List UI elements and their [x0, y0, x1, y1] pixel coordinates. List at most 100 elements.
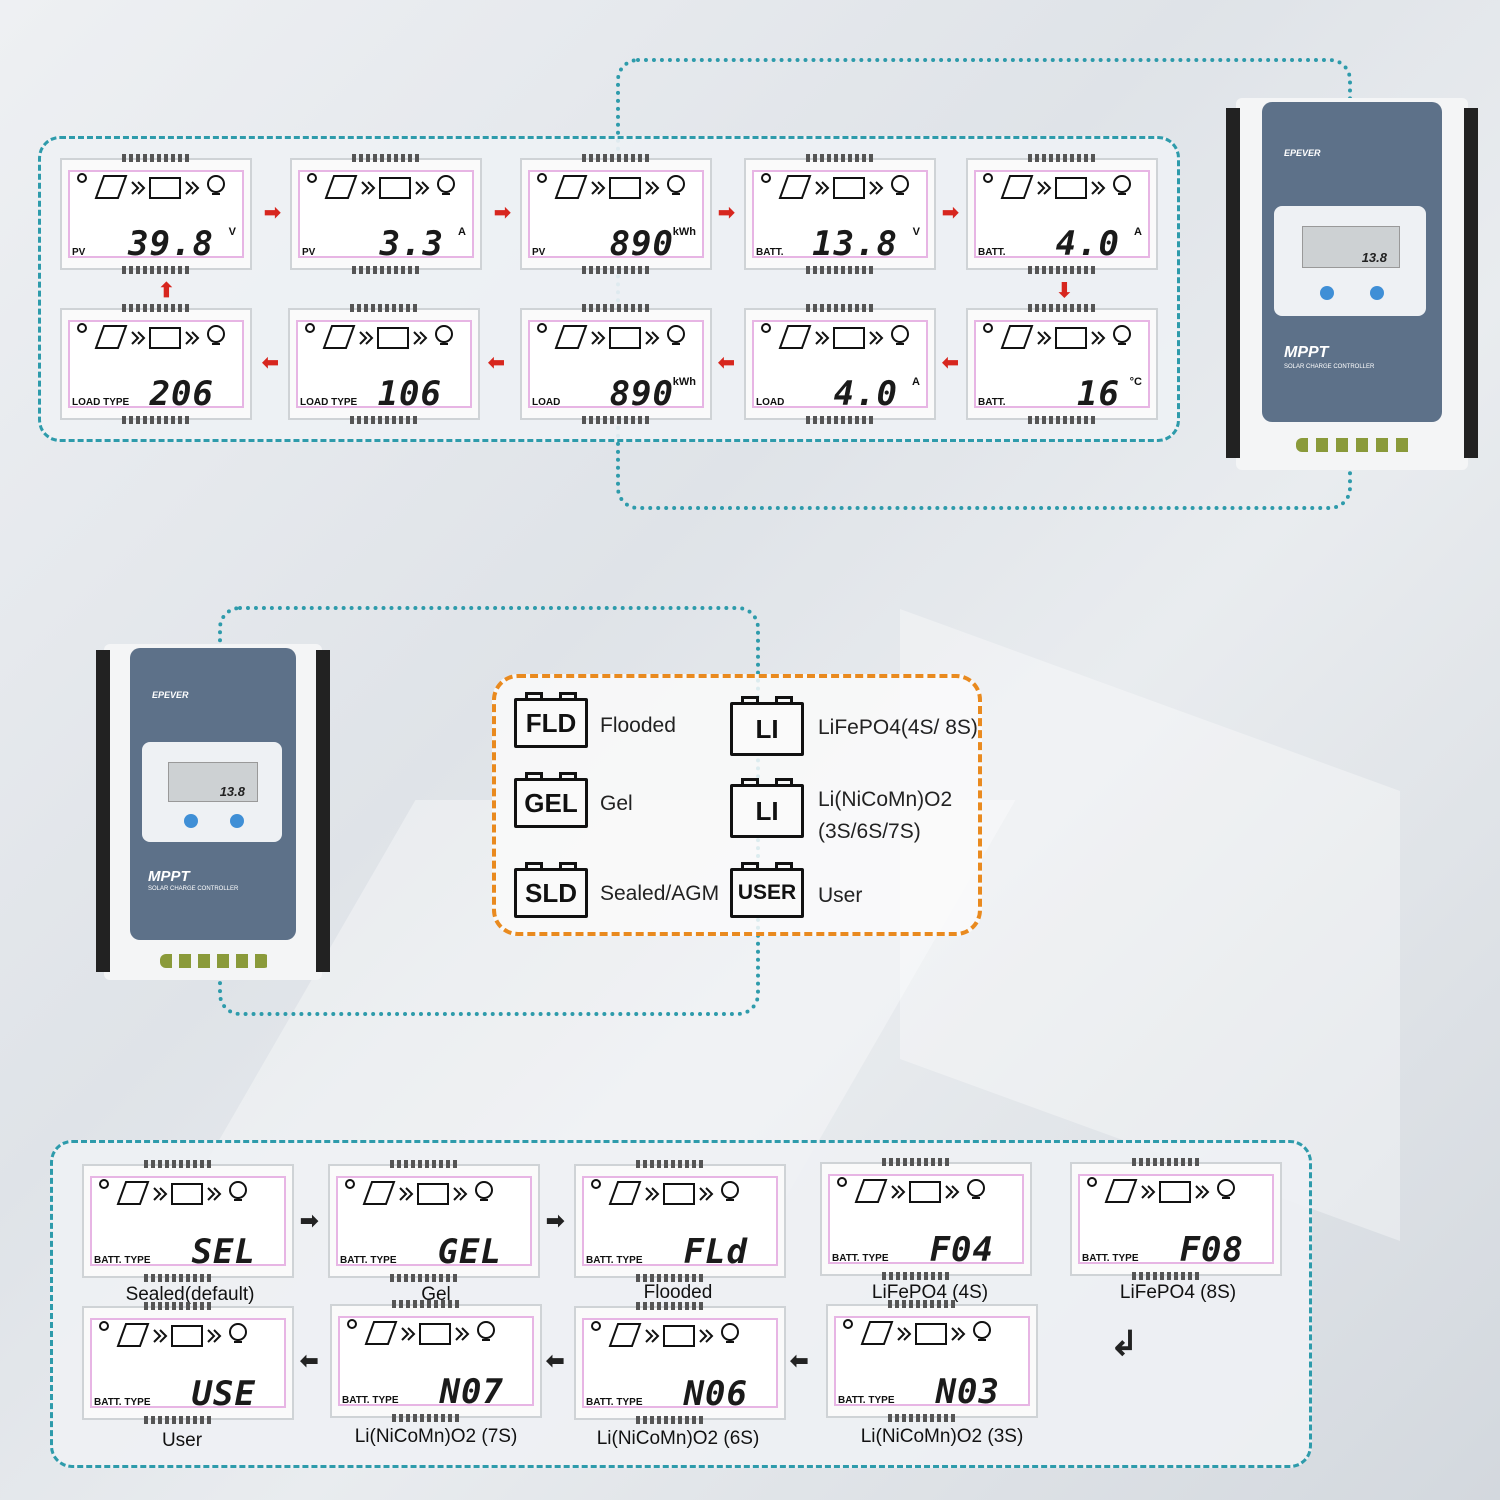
- status-icons: [591, 1179, 739, 1205]
- lcd-screen: BATT. 4.0 A: [966, 154, 1158, 274]
- lcd-label: LOAD: [532, 397, 561, 408]
- battery-icon-gel: GEL: [514, 772, 588, 828]
- lcd-unit: kWh: [672, 226, 696, 238]
- lcd-unit: A: [458, 226, 466, 238]
- left-arrow: ⬅: [262, 352, 279, 374]
- lcd-label: BATT. TYPE: [832, 1253, 889, 1264]
- lcd-label: PV: [72, 247, 86, 258]
- lcd-label: BATT.: [978, 397, 1006, 408]
- status-icons: [1087, 1177, 1235, 1203]
- select-button[interactable]: [184, 814, 198, 828]
- device-subtitle: SOLAR CHARGE CONTROLLER: [1284, 364, 1375, 370]
- lcd-screen: LOAD TYPE 106: [288, 304, 480, 424]
- lcd-unit: °C: [1129, 376, 1142, 388]
- status-icons: [591, 1321, 739, 1347]
- left-arrow: ⬅: [488, 352, 505, 374]
- lcd-screen: BATT. 16 °C: [966, 304, 1158, 424]
- lcd-value: FLd: [683, 1232, 748, 1272]
- lcd-value: 890: [609, 224, 674, 264]
- lcd-value: F08: [1179, 1230, 1244, 1270]
- status-icons: [983, 173, 1131, 199]
- status-icons: [307, 173, 455, 199]
- left-arrow: ⬅: [942, 352, 959, 374]
- lcd-value: 39.8: [128, 224, 214, 264]
- lcd-screen: BATT. TYPE N07: [330, 1300, 542, 1422]
- status-icons: [537, 173, 685, 199]
- status-icons: [983, 323, 1131, 349]
- lcd-label: PV: [532, 247, 546, 258]
- lcd-value: 206: [149, 374, 214, 414]
- battery-icon-li: LI: [730, 696, 804, 756]
- battery-icon-fld: FLD: [514, 692, 588, 748]
- battery-icon-sld: SLD: [514, 862, 588, 918]
- right-arrow: ➡: [718, 202, 735, 224]
- charge-controller-device: EPEVER 13.8 MPPT SOLAR CHARGE CONTROLLER: [96, 644, 330, 980]
- lcd-screen: BATT. TYPE USE: [82, 1302, 294, 1424]
- enter-button[interactable]: [1370, 286, 1384, 300]
- battery-type-caption: Li(NiCoMn)O2 (3S): [860, 1426, 1024, 1447]
- brand-logo: EPEVER: [152, 690, 189, 700]
- lcd-label: BATT.: [756, 247, 784, 258]
- status-icons: [345, 1179, 493, 1205]
- battery-icon-li: LI: [730, 778, 804, 838]
- down-arrow: ⬇: [1056, 280, 1073, 302]
- status-icons: [77, 323, 225, 349]
- up-arrow: ⬆: [158, 280, 175, 302]
- status-icons: [761, 323, 909, 349]
- lcd-screen: PV 3.3 A: [290, 154, 482, 274]
- right-arrow: ➡: [264, 202, 281, 224]
- lcd-screen: BATT. TYPE SEL: [82, 1160, 294, 1282]
- lcd-value: 4.0: [833, 374, 898, 414]
- lcd-value: SEL: [191, 1232, 256, 1272]
- right-arrow: ➡: [300, 1208, 319, 1233]
- battery-type-caption: User: [161, 1430, 203, 1451]
- battery-type-label: LiFePO4(4S/ 8S): [818, 716, 978, 739]
- status-icons: [99, 1179, 247, 1205]
- lcd-unit: A: [912, 376, 920, 388]
- lcd-screen: BATT. TYPE F08: [1070, 1158, 1282, 1280]
- return-arrow-icon: ↲: [1110, 1325, 1139, 1363]
- lcd-value: GEL: [437, 1232, 502, 1272]
- status-icons: [99, 1321, 247, 1347]
- lcd-screen: BATT. TYPE FLd: [574, 1160, 786, 1282]
- lcd-value: N06: [683, 1374, 748, 1414]
- lcd-value: 106: [377, 374, 442, 414]
- left-arrow: ⬅: [300, 1348, 319, 1373]
- lcd-screen: BATT. TYPE GEL: [328, 1160, 540, 1282]
- battery-type-label: User: [818, 884, 863, 907]
- device-model: MPPT: [148, 868, 190, 885]
- lcd-value: 890: [609, 374, 674, 414]
- status-icons: [837, 1177, 985, 1203]
- device-lcd: 13.8: [168, 762, 258, 802]
- battery-type-caption: Li(NiCoMn)O2 (6S): [596, 1428, 760, 1449]
- enter-button[interactable]: [230, 814, 244, 828]
- lcd-label: LOAD: [756, 397, 785, 408]
- battery-type-caption: LiFePO4 (8S): [1119, 1282, 1237, 1303]
- lcd-screen: BATT. TYPE F04: [820, 1158, 1032, 1280]
- device-lcd: 13.8: [1302, 226, 1400, 268]
- battery-types-legend: FLD Flooded GEL Gel SLD Sealed/AGM LI Li…: [492, 674, 982, 936]
- lcd-value: N03: [935, 1372, 1000, 1412]
- lcd-value: 16: [1077, 374, 1120, 414]
- lcd-label: BATT. TYPE: [340, 1255, 397, 1266]
- lcd-screen: PV 39.8 V: [60, 154, 252, 274]
- lcd-screen: BATT. TYPE N03: [826, 1300, 1038, 1422]
- lcd-unit: V: [228, 226, 236, 238]
- lcd-label: BATT. TYPE: [838, 1395, 895, 1406]
- right-arrow: ➡: [942, 202, 959, 224]
- terminal-strip: [160, 954, 270, 968]
- battery-type-caption: Li(NiCoMn)O2 (7S): [354, 1426, 518, 1447]
- select-button[interactable]: [1320, 286, 1334, 300]
- device-lcd-value: 13.8: [219, 784, 245, 799]
- right-arrow: ➡: [546, 1208, 565, 1233]
- left-arrow: ⬅: [718, 352, 735, 374]
- battery-icon-user: USER: [730, 862, 804, 918]
- lcd-label: BATT. TYPE: [94, 1255, 151, 1266]
- lcd-label: BATT. TYPE: [586, 1397, 643, 1408]
- lcd-label: BATT. TYPE: [586, 1255, 643, 1266]
- lcd-value: USE: [191, 1374, 256, 1414]
- lcd-screen: LOAD 4.0 A: [744, 304, 936, 424]
- battery-type-label: Sealed/AGM: [600, 882, 720, 905]
- lcd-screen: BATT. TYPE N06: [574, 1302, 786, 1424]
- lcd-unit: V: [912, 226, 920, 238]
